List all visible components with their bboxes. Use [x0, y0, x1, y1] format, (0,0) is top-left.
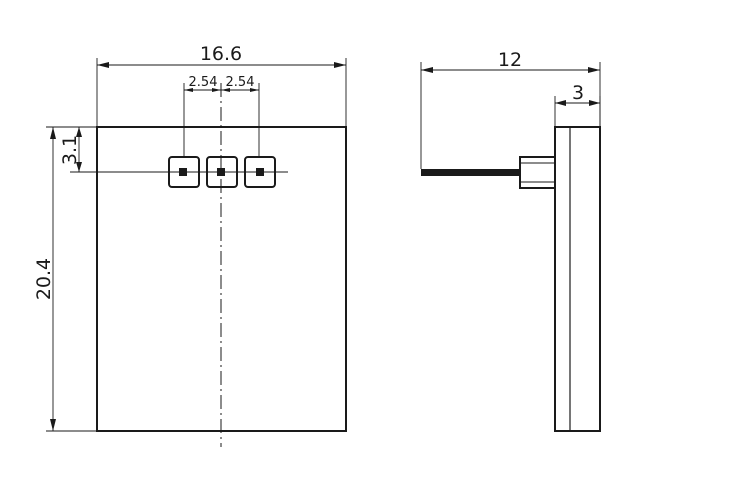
- dim-pitch-right-label: 2.54: [226, 75, 255, 90]
- dim-side-length-label: 12: [498, 49, 522, 71]
- dim-side-length: 12: [420, 49, 601, 169]
- dim-thickness: 3: [554, 82, 601, 127]
- side-connector-housing: [519, 156, 556, 189]
- dim-height-label: 20.4: [33, 258, 55, 300]
- dim-width-label: 16.6: [200, 43, 242, 65]
- dim-height: 20.4: [33, 126, 97, 432]
- dim-thickness-label: 3: [572, 82, 584, 104]
- front-view: 16.6 2.54 2.54 3.1: [33, 43, 347, 447]
- dim-pitch: 2.54 2.54: [183, 75, 260, 157]
- side-body-outline: [554, 126, 601, 432]
- side-view: 12 3: [420, 49, 601, 432]
- dim-pitch-left-label: 2.54: [189, 75, 218, 90]
- dim-width: 16.6: [96, 43, 347, 127]
- side-pin-lead: [421, 169, 520, 176]
- dim-top-offset: 3.1: [59, 126, 97, 172]
- dim-top-offset-label: 3.1: [59, 135, 81, 165]
